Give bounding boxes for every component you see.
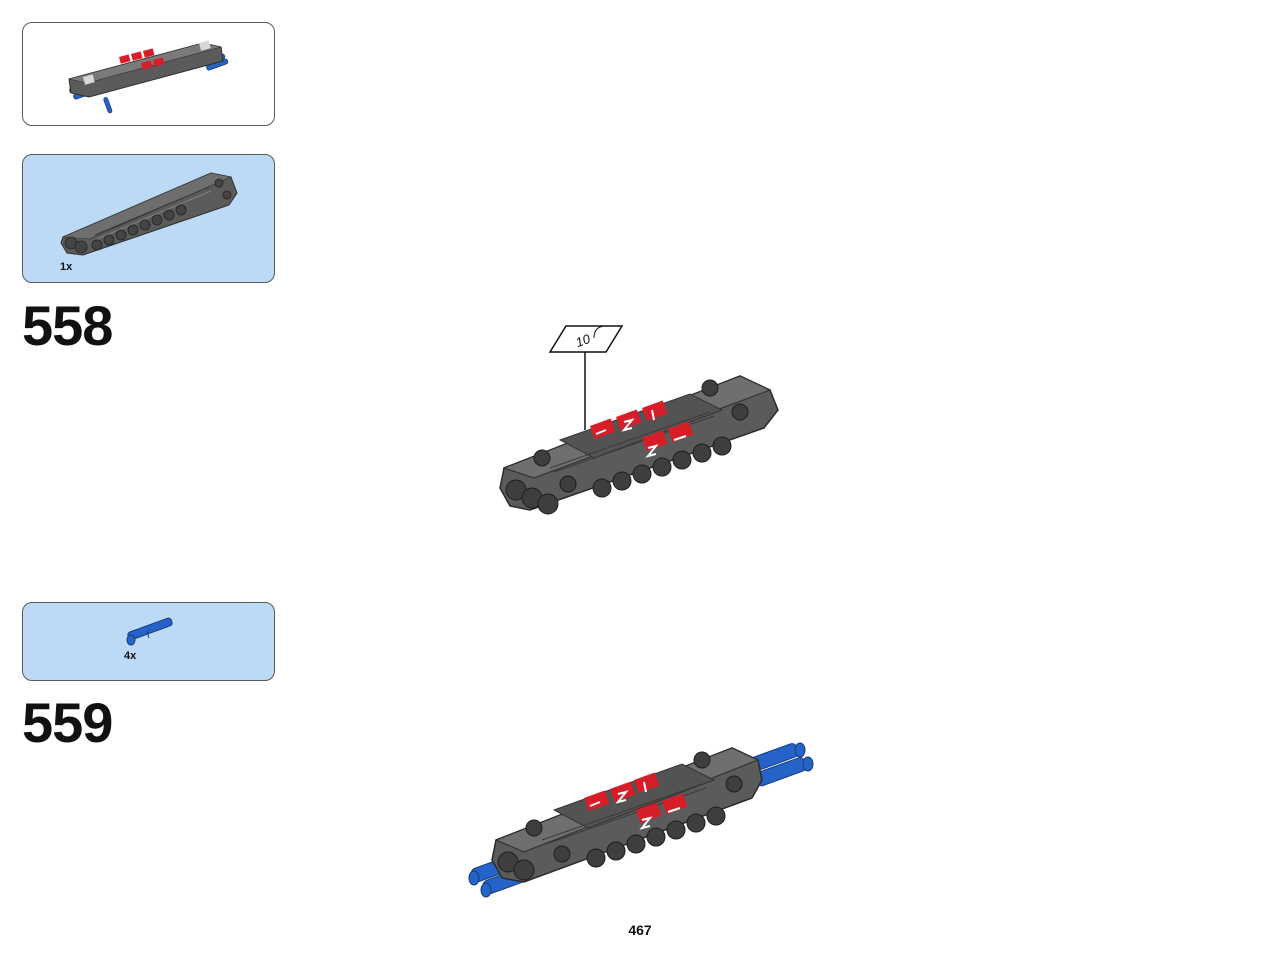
parts-list-panel-559: 4x xyxy=(22,602,275,681)
step-559-assembly xyxy=(468,742,814,898)
blue-axle-pin-icon xyxy=(126,617,173,646)
callout-label: 10 xyxy=(573,331,592,350)
step-number-559: 559 xyxy=(22,691,113,754)
parts-list-panel-558: 1x xyxy=(22,154,275,283)
submodel-preview-box xyxy=(22,22,275,126)
step-558-assembly: 10 xyxy=(499,325,779,515)
gray-beam-panel-icon xyxy=(60,172,238,256)
page-number: 467 xyxy=(628,922,652,938)
callout-sticker: 10 xyxy=(548,325,624,430)
part-quantity: 4x xyxy=(124,650,137,662)
part-quantity: 1x xyxy=(60,261,73,273)
submodel-preview-icon xyxy=(68,40,229,114)
step-number-558: 558 xyxy=(22,294,113,357)
